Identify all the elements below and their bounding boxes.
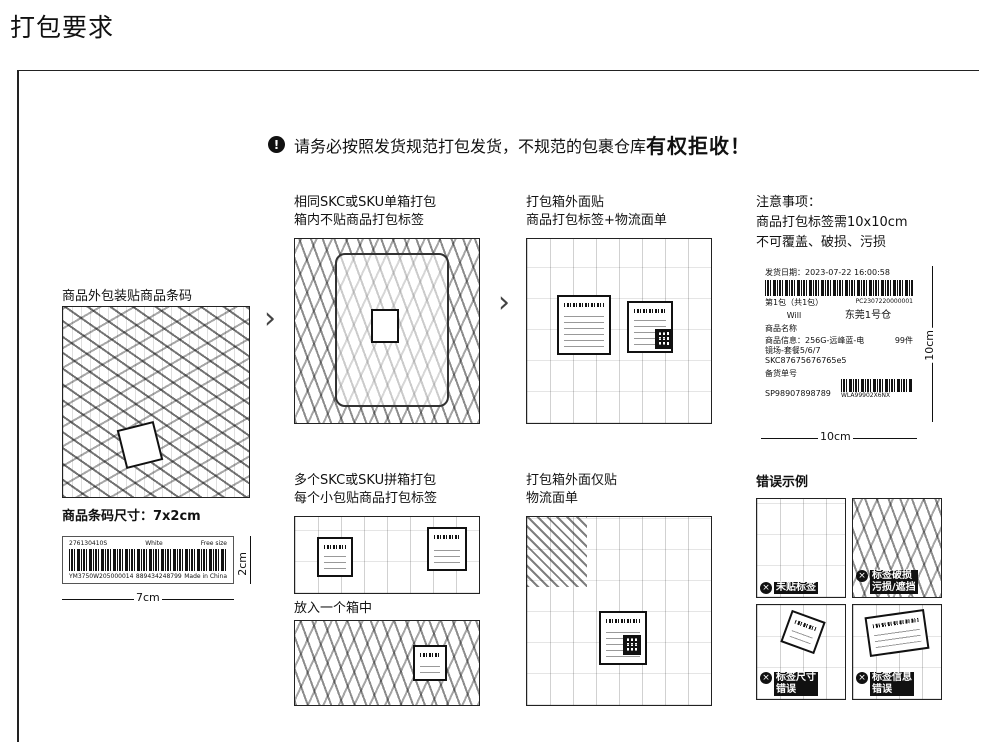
label-qty: 99件 xyxy=(894,336,913,345)
label-ship-no: SP98907898789 xyxy=(765,389,831,398)
single-box-sticker xyxy=(371,309,399,343)
packing-label-sample: 发货日期：2023-07-22 16:00:58 第1包（共1包） PC2307… xyxy=(761,266,917,422)
label-height-dim: 10cm xyxy=(923,328,936,363)
label-width-dim: 10cm xyxy=(818,430,853,443)
qr-code-icon xyxy=(623,635,641,655)
packing-guide-frame xyxy=(17,70,979,742)
barcode-size: Free size xyxy=(200,540,227,547)
error-text-4: 标签信息 错误 xyxy=(870,672,914,696)
outer-box-line1: 打包箱外面贴 xyxy=(526,195,605,210)
multi-box-label-2 xyxy=(427,527,467,571)
label-package-no: 第1包（共1包） xyxy=(765,298,824,307)
outer-only-line1: 打包箱外面仅贴 xyxy=(526,473,618,488)
error-example-3: ×标签尺寸 错误 xyxy=(756,604,846,700)
label-ship-code: WLA99902X6NX xyxy=(841,392,891,399)
notes-line3: 不可覆盖、破损、污损 xyxy=(756,235,887,250)
error-example-2: ×标签破损 污损/遮挡 xyxy=(852,498,942,598)
multi-box-photo xyxy=(294,516,480,594)
tape-dispenser xyxy=(527,517,587,587)
barcode-number: 889434248799 xyxy=(135,573,182,580)
close-icon: × xyxy=(856,672,868,684)
page-title: 打包要求 xyxy=(10,13,115,42)
label-ship-title: 备货单号 xyxy=(765,369,797,378)
multi-box-line3: 放入一个箱中 xyxy=(294,601,373,616)
qr-code-icon xyxy=(655,329,671,349)
outer-box-photo xyxy=(526,238,712,424)
notes-line1: 注意事项： xyxy=(756,195,822,210)
error-small-label xyxy=(780,609,826,655)
product-size-label: 商品条码尺寸：7x2cm xyxy=(62,509,201,524)
error-example-1: ×未贴标签 xyxy=(756,498,846,598)
barcode-bars xyxy=(69,549,227,571)
close-icon: × xyxy=(856,570,868,582)
product-title: 商品外包装贴商品条码 xyxy=(62,289,193,304)
product-height-dim: 2cm xyxy=(236,550,249,578)
single-box-photo xyxy=(294,238,480,424)
error-wrong-label xyxy=(864,609,930,657)
label-skc: SKC87675676765e5 xyxy=(765,356,847,365)
single-box-line1: 相同SKC或SKU单箱打包 xyxy=(294,195,437,210)
error-text-2: 标签破损 污损/遮挡 xyxy=(870,570,918,594)
arrow-icon: › xyxy=(498,285,510,320)
label-goods-title: 商品名称 xyxy=(765,324,797,333)
multi-box-line2: 每个小包贴商品打包标签 xyxy=(294,491,438,506)
multi-box-label-1 xyxy=(317,537,353,577)
outer-box-line2: 商品打包标签+物流面单 xyxy=(526,213,667,228)
error-text-1: 未贴标签 xyxy=(774,582,818,594)
multi-box-packed-label xyxy=(413,645,447,681)
multi-box-line1: 多个SKC或SKU拼箱打包 xyxy=(294,473,437,488)
notice-emphasis: 有权拒收！ xyxy=(646,134,752,158)
product-width-dim: 7cm xyxy=(134,591,162,604)
multi-box-packed-photo xyxy=(294,620,480,706)
label-barcode-top xyxy=(765,280,913,296)
notice-text: 请务必按照发货规范打包发货，不规范的包裹仓库 xyxy=(294,136,647,156)
label-warehouse: 东莞1号仓 xyxy=(844,310,892,321)
arrow-icon: › xyxy=(264,301,276,336)
product-bag-photo xyxy=(62,306,250,498)
close-icon: × xyxy=(760,672,772,684)
error-example-4: ×标签信息 错误 xyxy=(852,604,942,700)
label-date: 发货日期：2023-07-22 16:00:58 xyxy=(765,268,890,277)
barcode-origin: Made in China xyxy=(184,573,227,580)
label-goods-info: 商品信息：256G-远峰蓝-电 xyxy=(765,336,865,345)
warning-icon: ! xyxy=(268,136,285,153)
barcode-sku: 276130410S xyxy=(69,540,108,547)
outer-only-photo xyxy=(526,516,712,706)
errors-title: 错误示例 xyxy=(756,475,809,490)
label-buyer: Will xyxy=(786,311,802,320)
notes-line2: 商品打包标签需10x10cm xyxy=(756,215,908,230)
single-box-line2: 箱内不贴商品打包标签 xyxy=(294,213,425,228)
label-goods-info2: 镜场-套餐5/6/7 xyxy=(765,346,821,355)
label-package-code: PC2307220000001 xyxy=(855,298,913,305)
reject-notice: ! 请务必按照发货规范打包发货，不规范的包裹仓库 有权拒收！ xyxy=(268,130,751,159)
label-barcode-bottom xyxy=(841,379,913,392)
outer-box-product-label xyxy=(557,295,611,355)
close-icon: × xyxy=(760,582,772,594)
barcode-color: White xyxy=(145,540,163,547)
error-text-3: 标签尺寸 错误 xyxy=(774,672,818,696)
product-barcode-sample: 276130410S White Free size YM3750W205000… xyxy=(62,536,234,584)
outer-only-line2: 物流面单 xyxy=(526,491,579,506)
barcode-code: YM3750W205000014 xyxy=(69,573,134,580)
product-barcode-sticker xyxy=(116,420,164,470)
product-height-dim-line xyxy=(250,536,251,584)
